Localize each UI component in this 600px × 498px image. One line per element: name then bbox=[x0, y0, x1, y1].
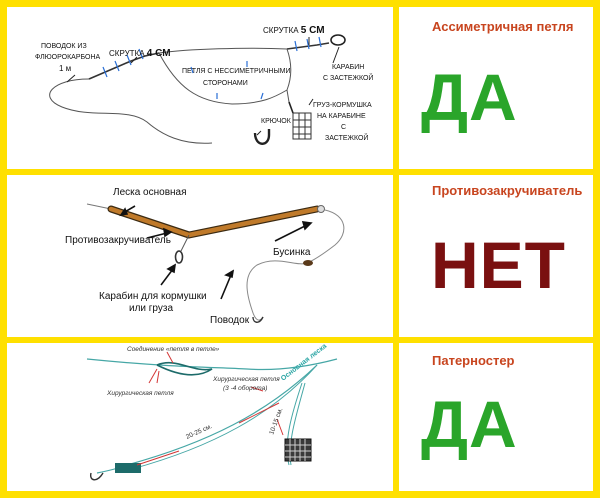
row3-answer: ДА bbox=[421, 387, 518, 461]
label-bead: Бусинка bbox=[273, 247, 311, 258]
asymmetric-loop-diagram: ПОВОДОК ИЗ ФЛЮОРОКАРБОНА 1 м СКРУТКА 4 С… bbox=[35, 25, 373, 145]
row1-answer: ДА bbox=[421, 60, 518, 134]
label-len-1: 20-25 см. bbox=[185, 423, 214, 441]
label-twist-5: СКРУТКА 5 СМ bbox=[263, 25, 325, 36]
row2-answer: НЕТ bbox=[431, 228, 566, 302]
label-leader: ПОВОДОК ИЗ bbox=[41, 43, 87, 50]
label-antitangle: Противозакручиватель bbox=[65, 235, 171, 246]
swivel-icon bbox=[115, 463, 141, 473]
label-leader-2: ФЛЮОРОКАРБОНА bbox=[35, 54, 101, 61]
label-surgeon-loop: Хирургическая петля bbox=[106, 390, 174, 397]
label-sinker-2: НА КАРАБИНЕ bbox=[317, 113, 366, 120]
label-sinker: ГРУЗ-КОРМУШКА bbox=[313, 102, 372, 109]
label-leader: Поводок bbox=[210, 315, 250, 326]
label-sinker-4: ЗАСТЕЖКОЙ bbox=[325, 133, 368, 142]
row1-title: Ассиметричная петля bbox=[432, 19, 574, 34]
bead-icon bbox=[303, 260, 313, 266]
label-hook: КРЮЧОК bbox=[261, 118, 292, 125]
hook-icon bbox=[252, 316, 264, 323]
label-leader-3: 1 м bbox=[59, 64, 71, 73]
feeder-icon bbox=[284, 438, 312, 462]
answer-panel-3: Патерностер ДА bbox=[399, 343, 593, 491]
label-joint: Соединение «петля в петле» bbox=[127, 345, 220, 353]
carabiner-icon bbox=[174, 234, 190, 264]
swivel-ring-icon bbox=[317, 205, 325, 213]
label-sinker-3: С bbox=[341, 124, 346, 131]
antitangle-tube-icon bbox=[107, 205, 321, 239]
label-twist-4: СКРУТКА 4 СМ bbox=[109, 48, 171, 59]
diagram-panel-asymmetric-loop: ПОВОДОК ИЗ ФЛЮОРОКАРБОНА 1 м СКРУТКА 4 С… bbox=[7, 7, 393, 169]
diagram-panel-paternoster: Соединение «петля в петле» Хирургическая… bbox=[7, 343, 393, 491]
paternoster-diagram: Соединение «петля в петле» Хирургическая… bbox=[86, 343, 338, 481]
antitangle-diagram: Леска основная Противозакручиватель Буси… bbox=[65, 187, 345, 326]
label-surgeon-loop-2: Хирургическая петля bbox=[212, 376, 280, 383]
label-carabiner: КАРАБИН bbox=[332, 64, 364, 71]
row2-title: Противозакручиватель bbox=[432, 183, 583, 198]
row3-title: Патерностер bbox=[432, 353, 515, 368]
label-carabiner-2: С ЗАСТЕЖКОЙ bbox=[323, 73, 373, 82]
hook-icon bbox=[89, 472, 104, 481]
label-surgeon-loop-3: (3 -4 оборота) bbox=[223, 384, 267, 392]
label-loop: ПЕТЛЯ С НЕССИМЕТРИЧНЫМИ bbox=[182, 68, 291, 75]
label-carabiner-2: или груза bbox=[129, 303, 173, 314]
feeder-icon bbox=[292, 112, 312, 140]
answer-panel-2: Противозакручиватель НЕТ bbox=[399, 175, 593, 337]
hook-icon bbox=[253, 129, 271, 145]
answer-panel-1: Ассиметричная петля ДА bbox=[399, 7, 593, 169]
label-carabiner: Карабин для кормушки bbox=[99, 290, 207, 302]
label-mainline: Леска основная bbox=[113, 187, 187, 198]
diagram-panel-antitangle: Леска основная Противозакручиватель Буси… bbox=[7, 175, 393, 337]
label-loop-2: СТОРОНАМИ bbox=[203, 80, 248, 87]
